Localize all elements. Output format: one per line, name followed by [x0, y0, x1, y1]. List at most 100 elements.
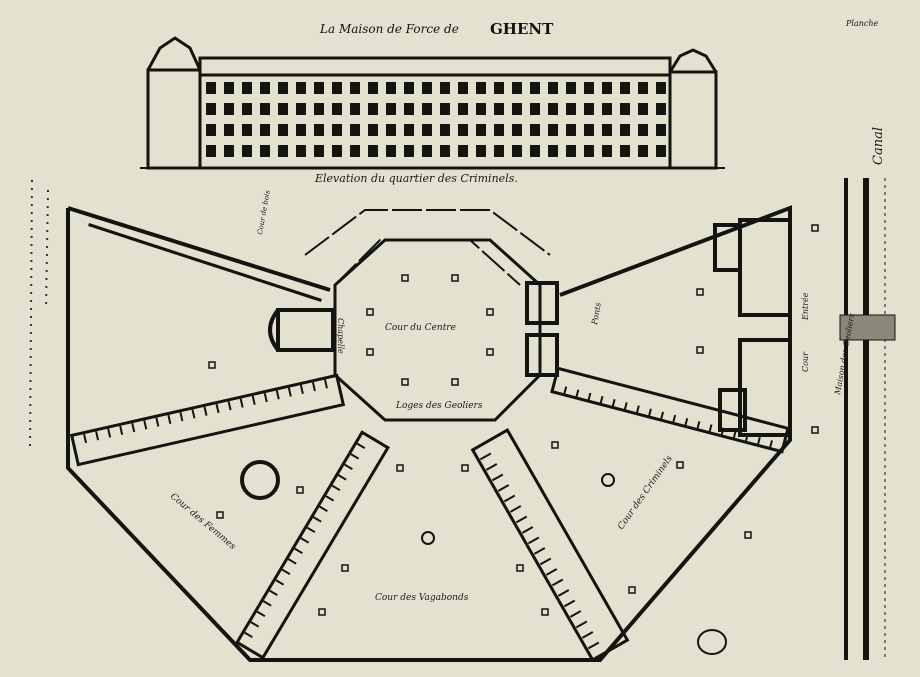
elevation-window [602, 82, 612, 94]
elevation-window [278, 82, 288, 94]
elevation-window [314, 103, 324, 115]
elevation-window [332, 145, 342, 157]
elevation-window [656, 82, 666, 94]
court-post [516, 564, 524, 572]
elevation-window [494, 82, 504, 94]
elevation-window [440, 103, 450, 115]
cell-divider [299, 384, 304, 395]
elevation-window [530, 145, 540, 157]
library-stamp [697, 629, 727, 655]
margin-dots [29, 179, 49, 451]
cell-divider [325, 495, 335, 502]
elevation-window [296, 124, 306, 136]
court-post [744, 531, 752, 539]
elevation-window [224, 103, 234, 115]
label-cour-du-centre: Cour du Centre [385, 323, 456, 333]
cell-divider [287, 387, 292, 397]
elevation-window [530, 124, 540, 136]
court-post [696, 346, 704, 354]
cell-divider [262, 600, 272, 607]
court-post [461, 464, 469, 472]
elevation-window [584, 103, 594, 115]
court-post [208, 361, 216, 369]
cell-divider [119, 425, 124, 435]
elevation-window [638, 103, 648, 115]
court-post [451, 378, 459, 386]
court-post [341, 564, 349, 572]
cell-divider [732, 430, 737, 439]
cell-divider [551, 578, 564, 587]
cell-divider [648, 408, 652, 416]
elevation-window [548, 82, 558, 94]
elevation-window [368, 103, 378, 115]
elevation-window [566, 103, 576, 115]
cell-divider [275, 579, 285, 586]
elevation-window [332, 82, 342, 94]
court-post [366, 348, 374, 356]
cell-divider [337, 474, 347, 481]
elevation-window [350, 103, 360, 115]
cell-divider [155, 417, 160, 427]
elevation-window [260, 103, 270, 115]
elevation-window [494, 145, 504, 157]
cell-divider [167, 414, 172, 425]
elevation-window [368, 145, 378, 157]
cell-divider [269, 589, 278, 597]
cell-divider [575, 389, 580, 398]
elevation-window [638, 124, 648, 136]
elevation-window [224, 145, 234, 157]
elevation-window [404, 124, 414, 136]
cell-divider [256, 610, 266, 618]
elevation-window [422, 82, 432, 94]
elevation-window [296, 82, 306, 94]
cell-divider [575, 620, 588, 629]
elevation-window [404, 145, 414, 157]
court-post [401, 378, 409, 386]
cell-divider [545, 568, 558, 576]
elevation-window [566, 124, 576, 136]
elevation-window [458, 103, 468, 115]
elevation-window [332, 103, 342, 115]
elevation-window [404, 82, 414, 94]
elevation-window [494, 124, 504, 136]
label-cour-criminels: Cour des Criminels [616, 454, 675, 532]
cell-divider [497, 484, 510, 492]
elevation-window [458, 145, 468, 157]
elevation-window [440, 82, 450, 94]
label-ponts: Ponts [590, 302, 603, 327]
cell-divider [239, 398, 244, 408]
label-entree: Entrée [801, 292, 810, 321]
cell-divider [757, 436, 761, 445]
cell-divider [244, 631, 253, 639]
court-post [486, 308, 494, 316]
cell-divider [563, 599, 576, 608]
cell-divider [287, 558, 297, 565]
cell-divider [769, 440, 773, 448]
elevation-window [278, 103, 288, 115]
elevation-window [440, 124, 450, 136]
label-chapelle: Chapelle [336, 318, 345, 354]
cell-wings [69, 223, 790, 662]
elevation-window [458, 124, 468, 136]
elevation-window [350, 82, 360, 94]
cell-divider [539, 557, 552, 566]
court-post [628, 586, 636, 594]
cell-divider [131, 422, 136, 433]
elevation-window [314, 124, 324, 136]
cell-divider [203, 406, 208, 416]
elevation-window [242, 145, 252, 157]
elevation-window [566, 82, 576, 94]
cell-divider [569, 610, 582, 618]
elevation-window [530, 103, 540, 115]
cell-divider [83, 433, 88, 444]
cell-divider [215, 403, 220, 414]
elevation-window [566, 145, 576, 157]
elevation-window [656, 145, 666, 157]
fountain-vagabonds [421, 531, 435, 545]
canal-label: Canal [871, 127, 886, 165]
elevation-window [638, 145, 648, 157]
elevation-window [422, 124, 432, 136]
court-post [451, 274, 459, 282]
cell-divider [696, 421, 701, 429]
